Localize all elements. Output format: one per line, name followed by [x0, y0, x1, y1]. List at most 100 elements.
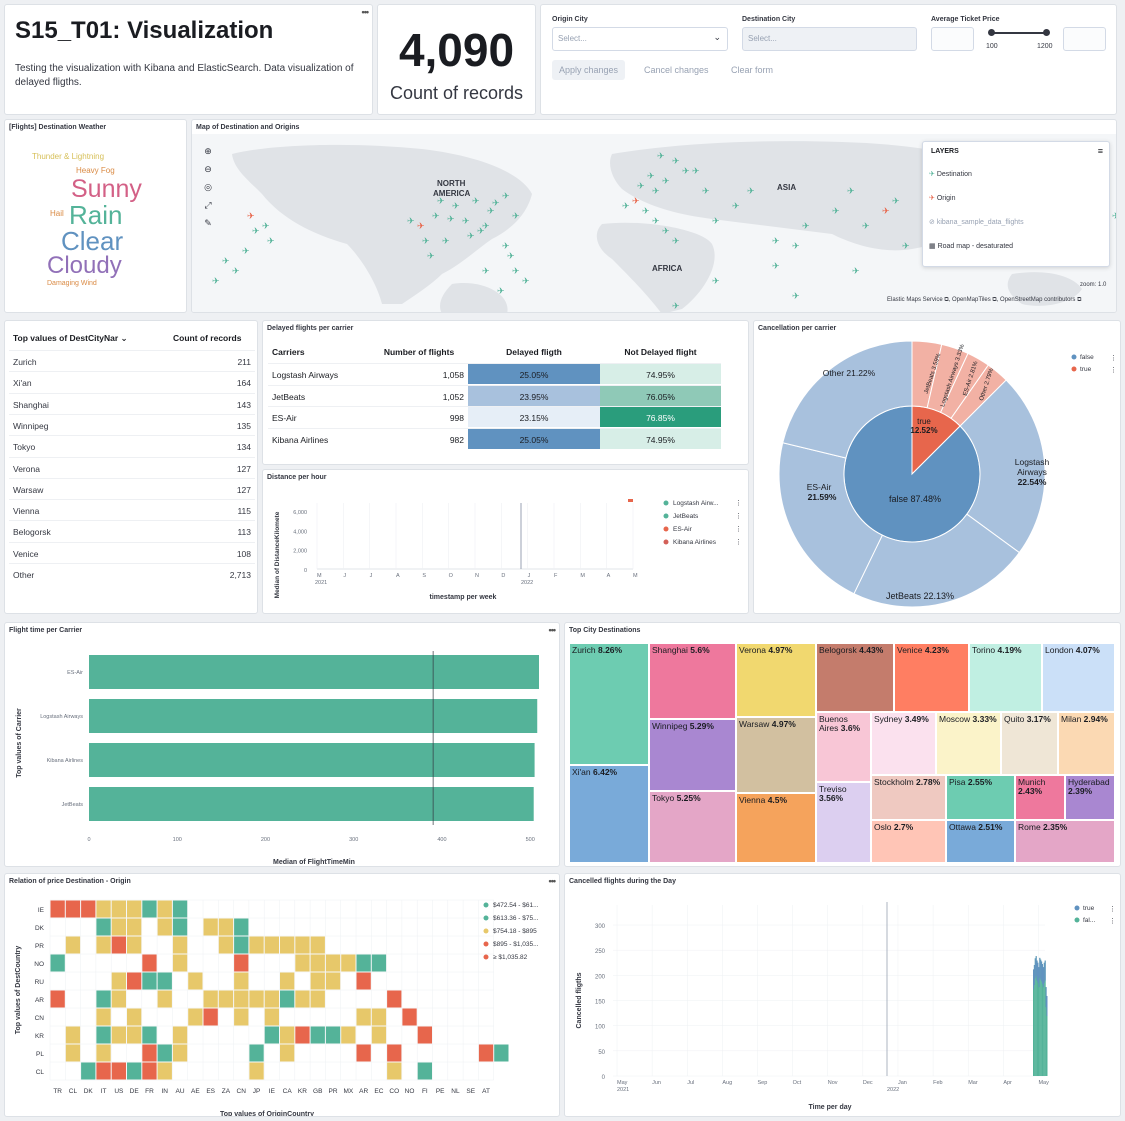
airport-icon: ✈: [492, 198, 500, 208]
panel-menu-icon[interactable]: •••: [361, 7, 370, 17]
heatmap-cell: [157, 900, 172, 918]
treemap-tile[interactable]: Shanghai 5.6%: [649, 643, 736, 719]
clear-form-button[interactable]: Clear form: [731, 65, 774, 75]
column-header[interactable]: Carriers: [272, 347, 305, 357]
zoom-out-icon[interactable]: ⊖: [204, 164, 212, 174]
airport-icon: ✈: [847, 186, 855, 196]
price-min-input[interactable]: [931, 27, 974, 51]
treemap-tile[interactable]: Pisa 2.55%: [946, 775, 1015, 820]
origin-city-select[interactable]: Select...⌄: [552, 27, 728, 51]
tile-value: 8.26%: [595, 645, 623, 655]
tile-value: 5.25%: [674, 793, 701, 803]
zoom-in-icon[interactable]: ⊕: [204, 146, 212, 156]
bar: [1044, 960, 1046, 1076]
heatmap-cell: [172, 1026, 188, 1044]
year-tick: 2021: [315, 580, 327, 586]
legend-label: Kibana Airlines: [673, 539, 717, 546]
slice-label: true: [917, 417, 931, 426]
legend-label: $472.54 - $61...: [493, 902, 539, 909]
treemap-tile[interactable]: Warsaw 4.97%: [736, 717, 816, 793]
heatmap-cell: [142, 954, 157, 972]
draw-tool-icon[interactable]: ✎: [204, 218, 212, 228]
panel-menu-icon[interactable]: •••: [548, 876, 557, 886]
treemap-tile[interactable]: Tokyo 5.25%: [649, 791, 736, 863]
treemap-tile[interactable]: Moscow 3.33%: [936, 712, 1001, 775]
x-tick: M: [580, 573, 585, 579]
treemap-tile[interactable]: Winnipeg 5.29%: [649, 719, 736, 791]
cancellation-chart: false 87.48%true12.52%LogstashAirways22.…: [778, 340, 1117, 608]
treemap-tile[interactable]: Torino 4.19%: [969, 643, 1042, 712]
layer-label: Origin: [936, 195, 956, 202]
heatmap-cell: [172, 954, 188, 972]
treemap-tile[interactable]: Rome 2.35%: [1015, 820, 1115, 863]
dest-city-select[interactable]: Select...: [742, 27, 917, 51]
heatmap-cell: [127, 918, 142, 936]
treemap-tile[interactable]: Sydney 3.49%: [871, 712, 936, 775]
bar: [1038, 967, 1040, 1076]
price-slider-min-handle[interactable]: [988, 29, 995, 36]
heatmap-cell: [387, 1044, 402, 1062]
map-attribution[interactable]: Elastic Maps Service ⧉, OpenMapTiles ⧉, …: [887, 297, 1082, 303]
cities-header-2[interactable]: Count of records: [173, 333, 242, 343]
heatmap-cell: [127, 1008, 142, 1026]
treemap-tile[interactable]: Belogorsk 4.43%: [816, 643, 894, 712]
tile-label: Vienna: [739, 795, 766, 805]
layer-origin[interactable]: ✈ Origin: [929, 194, 956, 202]
treemap-tile[interactable]: Vienna 4.5%: [736, 793, 816, 863]
treemap-tile[interactable]: Munich 2.43%: [1015, 775, 1065, 820]
treemap-tile[interactable]: Treviso 3.56%: [816, 782, 871, 863]
column-header[interactable]: Delayed fligth: [506, 347, 562, 357]
treemap-tile[interactable]: Hyderabad 2.39%: [1065, 775, 1115, 820]
price-slider-max-handle[interactable]: [1043, 29, 1050, 36]
treemap-tile[interactable]: Quito 3.17%: [1001, 712, 1058, 775]
x-tick: Jan: [898, 1080, 907, 1086]
treemap-tile[interactable]: Zurich 8.26%: [569, 643, 649, 765]
airport-icon: ✈: [487, 206, 495, 216]
treemap-tile[interactable]: Verona 4.97%: [736, 643, 816, 717]
airport-icon: ✈: [712, 276, 720, 286]
locate-icon[interactable]: ◎: [204, 182, 212, 192]
treemap-tile[interactable]: London 4.07%: [1042, 643, 1115, 712]
treemap-tile[interactable]: Oslo 2.7%: [871, 820, 946, 863]
layers-menu-icon[interactable]: ≡: [1097, 146, 1103, 156]
layer-destination[interactable]: ✈ Destination: [929, 170, 972, 178]
price-max-input[interactable]: [1063, 27, 1106, 51]
treemap-tile[interactable]: Ottawa 2.51%: [946, 820, 1015, 863]
legend-menu-icon: ⋮: [1109, 918, 1116, 925]
x-tick: J: [528, 573, 531, 579]
city-count: 134: [236, 442, 251, 453]
treemap-tile[interactable]: Xi'an 6.42%: [569, 765, 649, 863]
heatmap-cell: [142, 972, 157, 990]
heatmap-cell: [157, 990, 172, 1008]
cities-header-1[interactable]: Top values of DestCityNar ⌄: [13, 333, 128, 343]
cancel-changes-button[interactable]: Cancel changes: [644, 65, 709, 75]
heatmap-cell: [356, 1044, 371, 1062]
treemap-title: Top City Destinations: [569, 627, 641, 634]
price-slider[interactable]: [991, 32, 1048, 34]
heatmap-cell: [111, 972, 126, 990]
heatmap-cell: [310, 1026, 325, 1044]
layer-index[interactable]: ⊘ kibana_sample_data_flights: [929, 218, 1024, 226]
panel-menu-icon[interactable]: •••: [548, 625, 557, 635]
fit-bounds-icon[interactable]: ⤢: [204, 200, 212, 210]
column-header[interactable]: Not Delayed flight: [624, 347, 697, 357]
treemap-tile[interactable]: Buenos Aires 3.6%: [816, 712, 871, 782]
city-count: 2,713: [229, 570, 251, 580]
apply-changes-button[interactable]: Apply changes: [552, 60, 626, 80]
grid-icon: ▦: [929, 243, 936, 250]
treemap-tile[interactable]: Milan 2.94%: [1058, 712, 1115, 775]
column-header[interactable]: Number of flights: [383, 347, 455, 357]
treemap-chart: Zurich 8.26%Xi'an 6.42%Shanghai 5.6%Winn…: [569, 643, 1115, 863]
x-tick: J: [370, 573, 373, 579]
heatmap-cell: [111, 918, 126, 936]
y-tick: 300: [595, 924, 606, 930]
treemap-tile[interactable]: Stockholm 2.78%: [871, 775, 946, 820]
layer-roadmap[interactable]: ▦ Road map - desaturated: [929, 242, 1013, 250]
x-tick: US: [114, 1088, 124, 1095]
airport-icon: ✈: [832, 206, 840, 216]
table-cell: JetBeats: [268, 384, 370, 406]
airport-icon: ✈: [262, 221, 270, 231]
airport-icon: ✈: [477, 226, 485, 236]
treemap-tile[interactable]: Venice 4.23%: [894, 643, 969, 712]
